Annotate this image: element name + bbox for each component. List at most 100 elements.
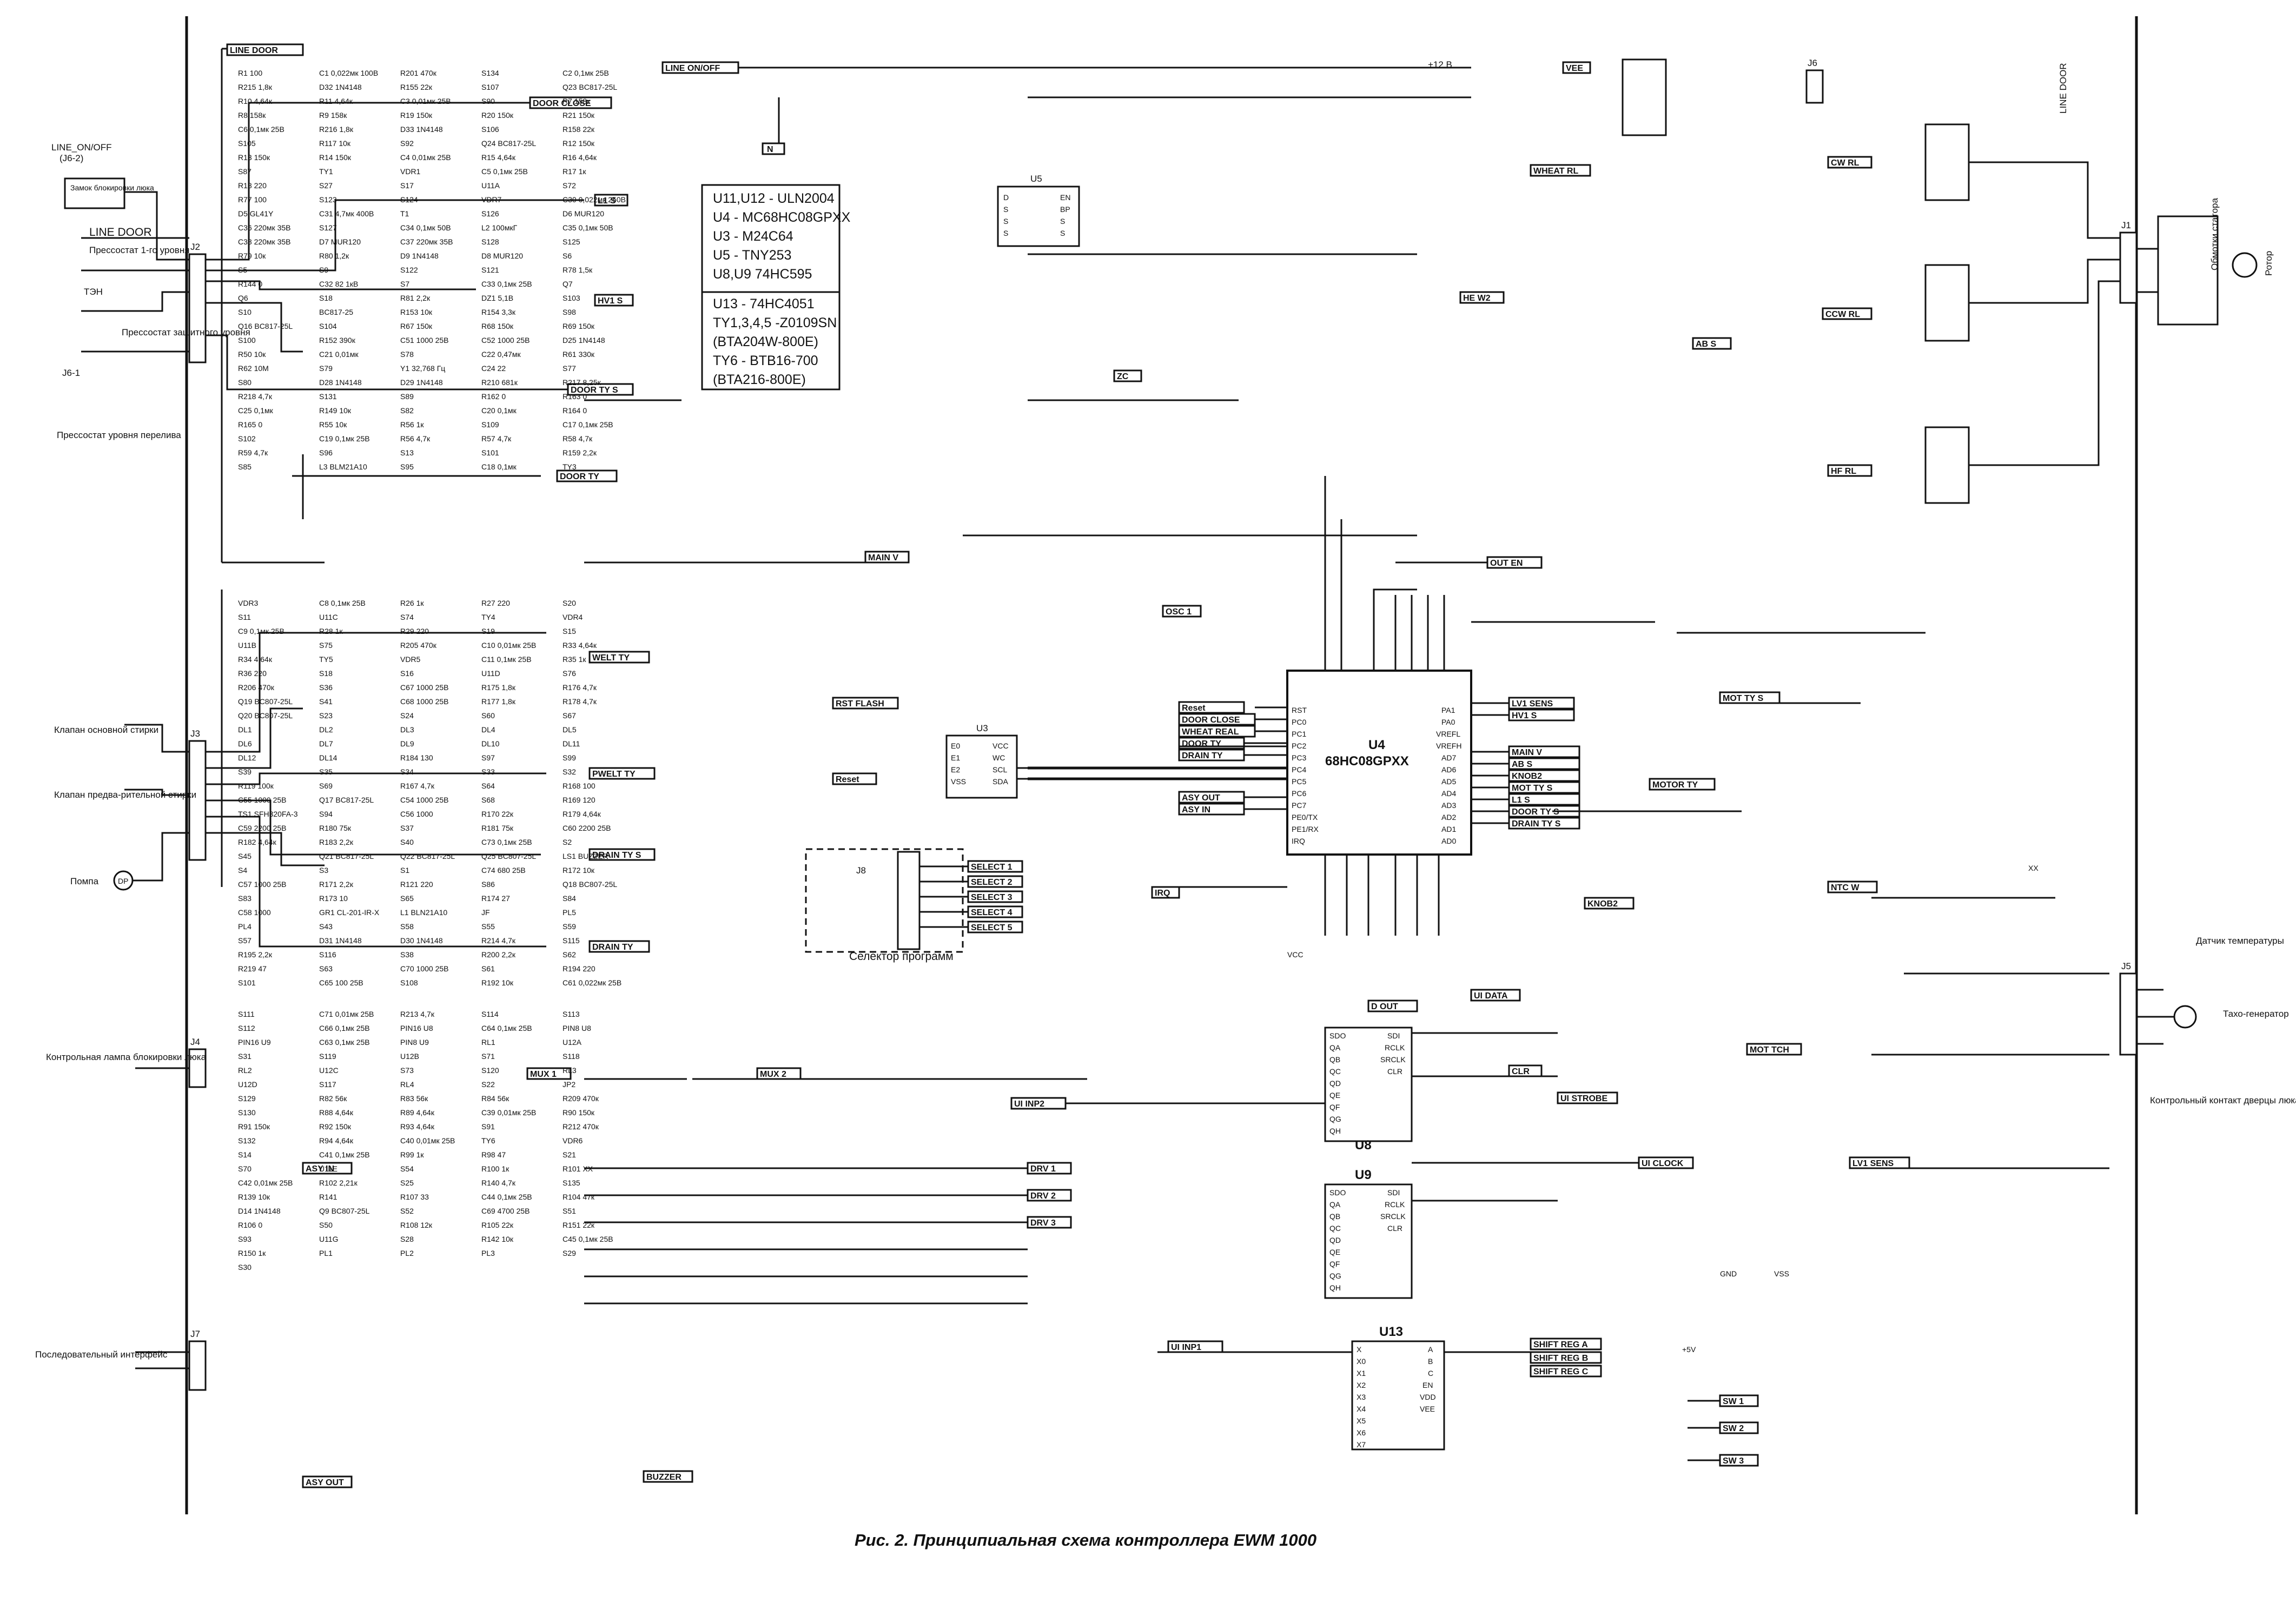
svg-text:OSC 1: OSC 1 [1166, 607, 1192, 617]
svg-text:Обмотки статора: Обмотки статора [2209, 198, 2220, 270]
component-designator: S113 [563, 1010, 580, 1018]
serial-label: Последовательный интерфейс [35, 1349, 168, 1360]
component-designator: S18 [319, 669, 333, 678]
component-designator: S51 [563, 1207, 576, 1215]
j2-channels [206, 48, 584, 564]
svg-text:QE: QE [1329, 1091, 1340, 1100]
component-designator: C70 1000 25В [400, 964, 449, 973]
component-designator: R57 4,7к [481, 434, 512, 443]
component-designator: C35 0,1мк 50В [563, 223, 613, 232]
component-designator: R98 47 [481, 1150, 506, 1159]
component-designator: R90 150к [563, 1108, 595, 1117]
component-designator: S107 [481, 83, 499, 91]
component-designator: T1 [400, 209, 409, 218]
component-designator: R19 150к [400, 111, 433, 120]
svg-text:X3: X3 [1357, 1393, 1366, 1401]
component-designator: R56 4,7к [400, 434, 431, 443]
component-designator: S45 [238, 852, 252, 860]
svg-text:RST: RST [1292, 706, 1307, 714]
component-designator: C58 1000 [238, 908, 271, 917]
lock-line-label: LINE_ON/OFF [51, 142, 111, 153]
component-designator: R15 4,64к [481, 153, 516, 162]
legend-line: (BTA216-800E) [713, 372, 806, 387]
component-designator: R184 130 [400, 753, 433, 762]
svg-text:MUX 1: MUX 1 [530, 1070, 557, 1079]
component-designator: U11C [319, 613, 338, 621]
component-designator: U11G [319, 1235, 339, 1243]
component-designator: VDR5 [400, 655, 421, 664]
svg-text:SW 1: SW 1 [1723, 1397, 1744, 1406]
component-designator: BC817-25 [319, 308, 353, 316]
component-designator: L2 100мкГ [481, 223, 518, 232]
component-designator: D25 1N4148 [563, 336, 605, 345]
component-designator: R163 0 [563, 392, 587, 401]
u5-chip: U5 D S S S EN BP S S [997, 174, 1080, 247]
component-designator: R27 220 [481, 599, 510, 607]
component-designator: R13 150к [238, 153, 270, 162]
component-designator: S120 [481, 1066, 499, 1075]
svg-text:Ротор: Ротор [2264, 251, 2274, 276]
component-designator: R175 1,8к [481, 683, 516, 692]
svg-text:LINE DOOR: LINE DOOR [2058, 63, 2068, 114]
svg-text:AD3: AD3 [1441, 801, 1456, 810]
svg-text:NTC W: NTC W [1831, 883, 1860, 892]
component-designator: RL2 [238, 1066, 252, 1075]
component-designator: C45 0,1мк 25В [563, 1235, 613, 1243]
svg-text:AB S: AB S [1696, 340, 1717, 349]
component-designator: C51 1000 25В [400, 336, 449, 345]
component-designator: R56 1к [400, 420, 424, 429]
component-designator: S121 [481, 266, 499, 274]
component-designator: C38 220мк 35В [238, 237, 290, 246]
component-designator: R195 2,2к [238, 950, 273, 959]
component-designator: R84 56к [481, 1094, 510, 1103]
component-designator: C39 0,01мк 25В [481, 1108, 536, 1117]
svg-text:PC5: PC5 [1292, 777, 1306, 786]
svg-text:VREFH: VREFH [1436, 741, 1461, 750]
component-designator: D30 1N4148 [400, 936, 443, 945]
component-designator: S61 [481, 964, 495, 973]
u8-shift-register: U8 SDO QA QB QC QD QE QF QG QH SDI RCLK … [1324, 1027, 1413, 1153]
component-designator: U12B [400, 1052, 419, 1061]
j7-label: J7 [190, 1329, 200, 1339]
component-designator: S70 [238, 1164, 252, 1173]
component-designator: C74 680 25В [481, 866, 526, 875]
component-designator: C56 1000 [400, 810, 433, 818]
component-designator: R91 150к [238, 1122, 270, 1131]
component-designator: S36 [319, 683, 333, 692]
component-designator: S131 [319, 392, 337, 401]
svg-text:CW RL: CW RL [1831, 158, 1860, 168]
svg-text:Reset: Reset [836, 775, 859, 784]
svg-text:X5: X5 [1357, 1416, 1366, 1425]
component-designator: C5 0,1мк 25В [481, 167, 528, 176]
component-designator: C73 0,1мк 25В [481, 838, 532, 846]
component-designator: S130 [238, 1108, 256, 1117]
svg-text:SRCLK: SRCLK [1380, 1212, 1406, 1221]
svg-text:BUZZER: BUZZER [646, 1473, 681, 1482]
component-designator: R36 220 [238, 669, 267, 678]
svg-text:QB: QB [1329, 1055, 1340, 1064]
svg-text:A: A [1428, 1345, 1433, 1354]
svg-text:DOOR TY: DOOR TY [560, 472, 599, 481]
component-designator: S98 [563, 308, 576, 316]
component-designator: S128 [481, 237, 499, 246]
u4-right-pins: PA1 PA0 VREFL VREFH AD7 AD6 AD5 AD4 AD3 … [1436, 706, 1461, 845]
component-designator: D6 MUR120 [563, 209, 604, 218]
svg-text:MOT TY S: MOT TY S [1723, 694, 1764, 703]
svg-text:SDO: SDO [1329, 1188, 1346, 1197]
u3-eeprom: U3 E0 E1 E2 VSS VCC WC SCL SDA [945, 723, 1028, 799]
svg-text:BP: BP [1060, 205, 1070, 214]
component-designator: U12C [319, 1066, 339, 1075]
component-designator: U11E [319, 1164, 338, 1173]
svg-text:HV1 S: HV1 S [1512, 711, 1537, 720]
component-designator: R102 2,21к [319, 1178, 358, 1187]
component-designator: S14 [238, 1150, 252, 1159]
component-designator: S73 [400, 1066, 414, 1075]
component-designator: R8 158к [238, 111, 266, 120]
component-designator: R182 4,64к [238, 838, 277, 846]
component-designator: S124 [400, 195, 418, 204]
legend-line: TY6 - BTB16-700 [713, 353, 818, 368]
component-designator: R7 158к [563, 97, 591, 105]
component-designator: R149 10к [319, 406, 352, 415]
component-designator: DL14 [319, 753, 338, 762]
component-designator: R106 0 [238, 1221, 262, 1229]
